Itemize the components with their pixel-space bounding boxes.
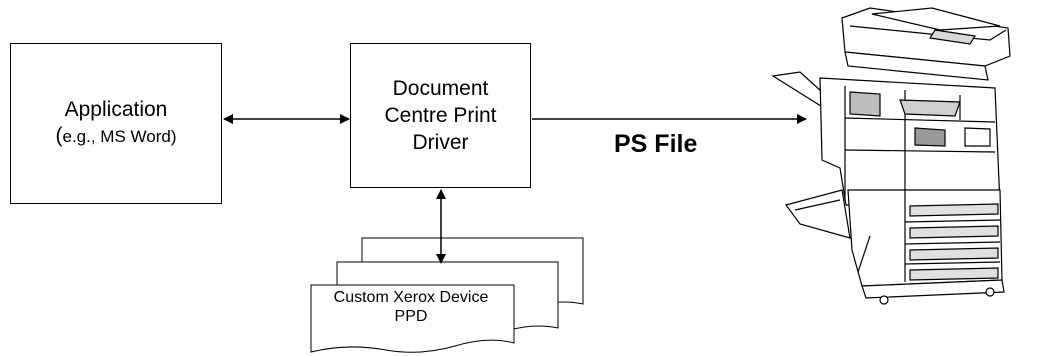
application-title: Application bbox=[64, 98, 168, 121]
ps-file-label: PS File bbox=[614, 130, 698, 158]
ppd-label-line-2: PPD bbox=[394, 308, 428, 325]
ppd-label-line-1: Custom Xerox Device bbox=[333, 289, 489, 306]
ppd-document-stack-icon bbox=[310, 237, 584, 353]
application-box: Application (e.g., MS Word) bbox=[10, 43, 222, 204]
multifunction-printer-icon bbox=[771, 7, 1011, 305]
print-driver-box: Document Centre Print Driver bbox=[350, 43, 531, 188]
application-subtitle-paren: ( bbox=[55, 124, 63, 147]
driver-label-line-2: Centre Print bbox=[384, 104, 497, 127]
driver-label-line-1: Document bbox=[392, 77, 489, 100]
ppd-document-label: Custom Xerox Device PPD bbox=[311, 288, 511, 326]
driver-label-line-3: Driver bbox=[412, 131, 469, 154]
application-subtitle-text: e.g., MS Word) bbox=[62, 127, 177, 146]
application-subtitle: (e.g., MS Word) bbox=[56, 123, 177, 150]
